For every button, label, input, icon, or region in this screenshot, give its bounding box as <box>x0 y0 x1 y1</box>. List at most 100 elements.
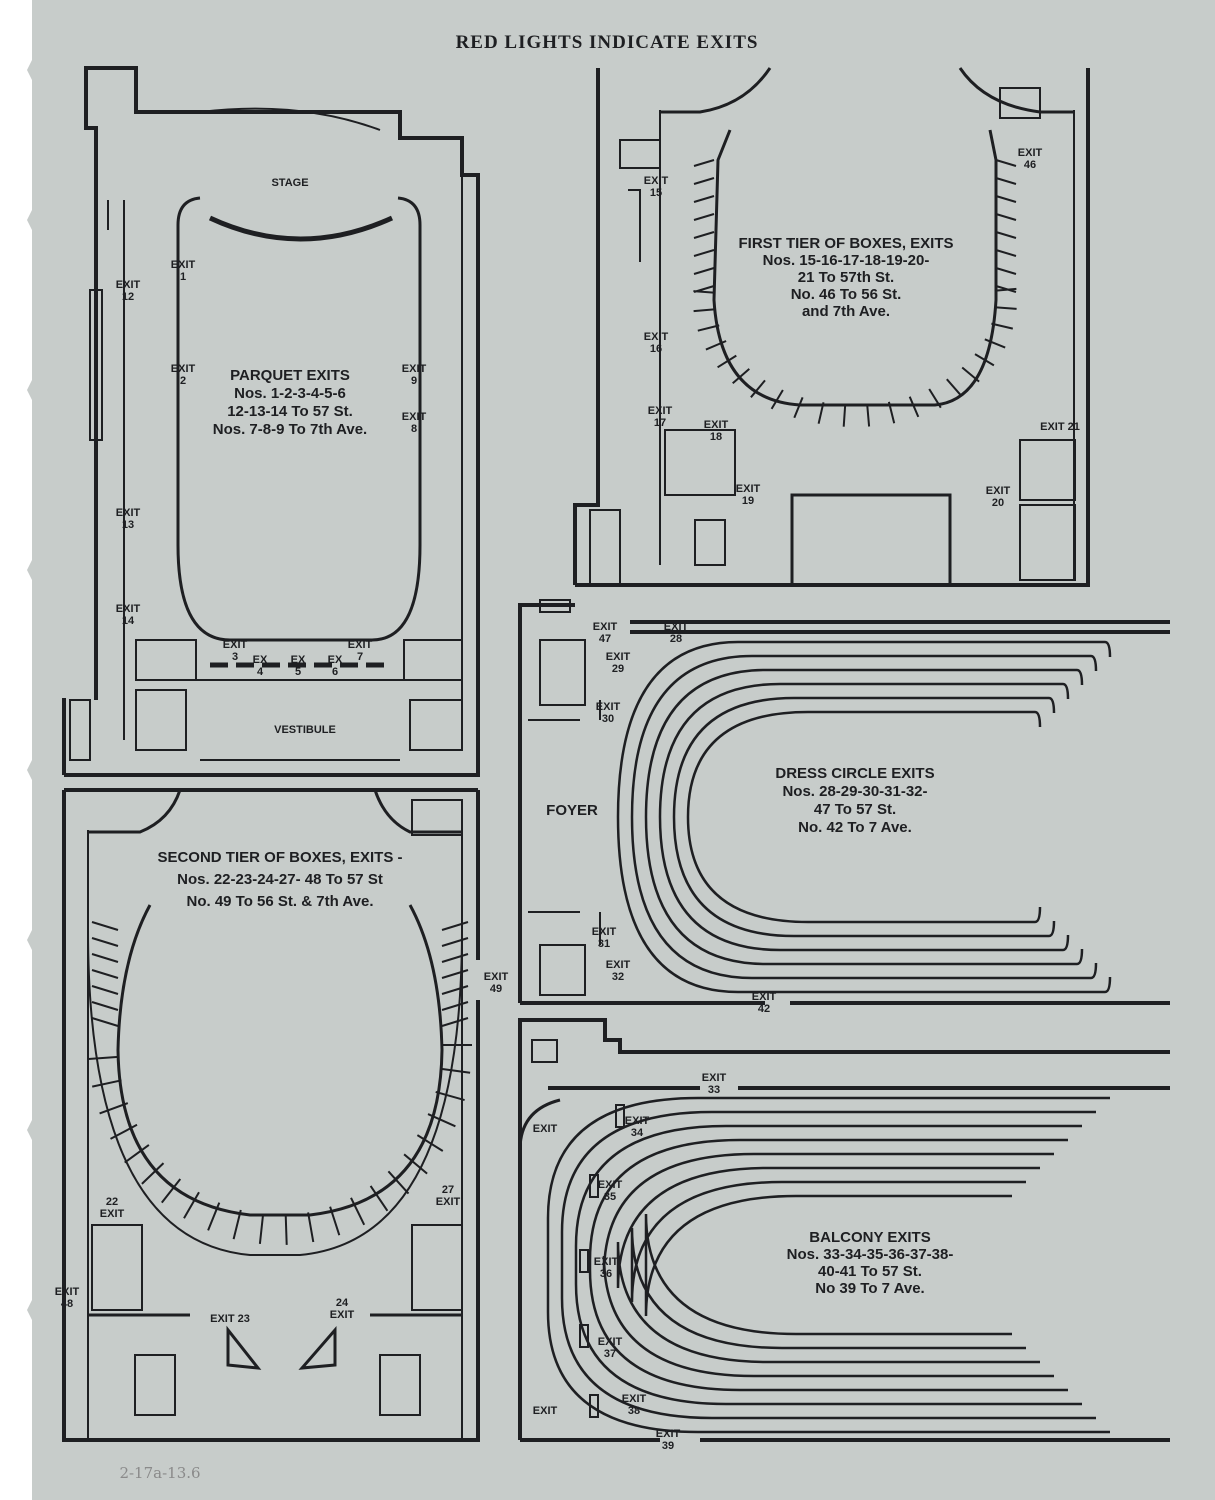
first-tier-plan <box>573 67 1090 587</box>
stage-curtain-arc <box>208 215 394 242</box>
stair-block <box>664 429 736 496</box>
second-tier-caption: SECOND TIER OF BOXES, EXITS -Nos. 22-23-… <box>157 849 402 910</box>
caption-line: Nos. 33-34-35-36-37-38- <box>787 1246 954 1263</box>
parquet-stage-back <box>199 107 381 131</box>
stair-block <box>619 139 661 169</box>
stage-label: STAGE <box>271 177 308 189</box>
exit-label-21: EXIT 21 <box>1040 421 1080 433</box>
caption-line: Nos. 7-8-9 To 7th Ave. <box>213 421 367 438</box>
side-room <box>89 289 103 441</box>
stair-block <box>409 699 463 751</box>
balcony-plan <box>518 1018 1170 1442</box>
stair-block <box>134 1354 176 1416</box>
foyer-label: FOYER <box>546 802 598 819</box>
balcony-exit-doors <box>579 1104 625 1418</box>
parquet-auditorium-outline <box>176 225 422 642</box>
stair-block <box>539 944 586 996</box>
box-partitions-second-tier <box>88 921 472 1245</box>
stair-block <box>411 799 463 836</box>
stair-block <box>999 87 1041 119</box>
first-tier-inner-wall <box>659 110 1075 580</box>
caption-line: and 7th Ave. <box>802 303 890 320</box>
vestibule-label: VESTIBULE <box>274 724 336 736</box>
parquet-outer-wall <box>62 66 480 777</box>
entrance-wedges <box>226 1325 337 1370</box>
exit-label-l2: EXIT <box>533 1405 558 1417</box>
stair-block <box>694 519 726 566</box>
first-tier-outer-wall <box>573 68 1090 587</box>
lobby-block <box>790 493 952 585</box>
second-tier-plan <box>62 788 480 1442</box>
dress-circle-plan <box>518 599 1170 1005</box>
dress-circle-rows <box>616 640 1112 994</box>
exit-label-l1: EXIT <box>533 1123 558 1135</box>
caption-line: FIRST TIER OF BOXES, EXITS <box>738 235 953 252</box>
page-edge <box>0 0 32 1500</box>
box-tier-outer-2 <box>87 929 463 1256</box>
proscenium-arcs <box>660 67 1074 114</box>
caption-line: Nos. 28-29-30-31-32- <box>782 783 927 800</box>
caption-line: 47 To 57 St. <box>814 801 896 818</box>
balcony-rows <box>546 1096 1110 1434</box>
page-title: RED LIGHTS INDICATE EXITS <box>456 32 759 53</box>
stair-block <box>1019 439 1076 501</box>
caption-line: 21 To 57th St. <box>798 269 894 286</box>
caption-line: No 39 To 7 Ave. <box>815 1280 924 1297</box>
proscenium-left <box>176 196 422 226</box>
stair-block <box>411 1224 463 1311</box>
side-room <box>69 699 91 761</box>
balcony-front-arc <box>518 1098 561 1430</box>
stair-block <box>531 1039 558 1063</box>
stair-block <box>539 599 571 613</box>
foyer-walls <box>528 700 601 945</box>
second-tier-top-arcs <box>88 789 462 834</box>
stair-block <box>379 1354 421 1416</box>
balcony-outer-wall <box>518 1018 1170 1442</box>
parquet-plan <box>62 66 480 777</box>
stair-block <box>1019 504 1076 581</box>
handwritten-note: 2-17a-13.6 <box>119 1464 200 1482</box>
dress-circle-outer-wall <box>518 603 1170 1005</box>
caption-line: SECOND TIER OF BOXES, EXITS - <box>157 849 402 866</box>
